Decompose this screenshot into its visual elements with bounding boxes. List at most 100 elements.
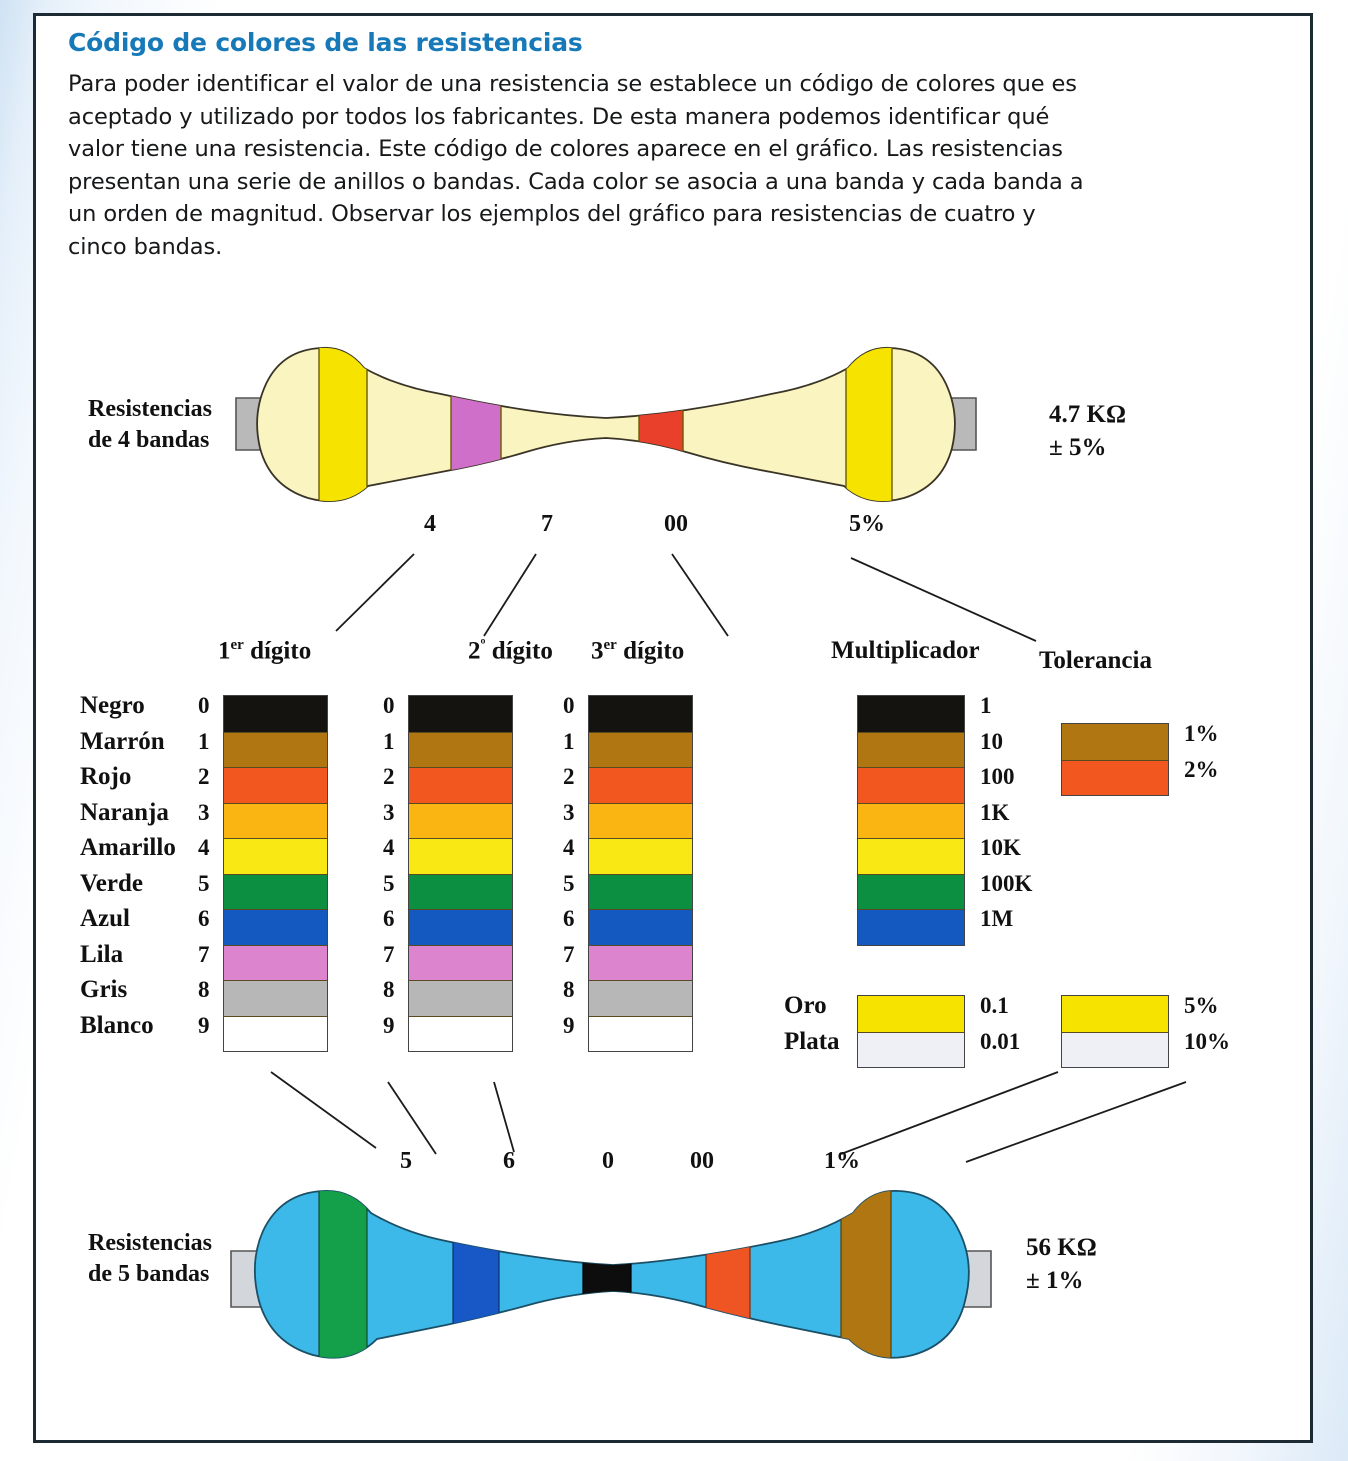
digit-col2-5: 5 [383,870,395,896]
digit-col2-2: 2 [383,764,395,789]
multiplier-extra-values: 0.1 0.01 [980,988,1020,1059]
multiplier-value-1m: 1M [980,906,1014,931]
resistor5-bandlabel-3: 0 [602,1148,614,1174]
page-title: Código de colores de las resistencias [68,28,583,57]
resistor5-band-1 [318,1190,368,1358]
multiplier-value-1: 1 [980,693,992,718]
color-name-naranja: Naranja [80,798,169,826]
digit-numbers-col3: 0 1 2 3 4 5 6 7 8 9 [563,688,575,1043]
digit-col1-6: 6 [198,906,210,931]
digit-col1-4: 4 [198,835,210,860]
intro-paragraph: Para poder identificar el valor de una r… [68,71,1084,260]
digit3-base: 3 [591,637,604,665]
digit-col3-9: 9 [563,1012,575,1038]
digit1-base: 1 [218,637,231,665]
swatch-stack-digit3 [588,695,693,1052]
leader-bottom-4 [840,1071,1059,1155]
swatch-oro [858,996,964,1032]
resistor4-bandlabel-1: 4 [424,511,436,537]
swatch-azul [589,909,692,945]
leader-lines-top [36,536,1316,651]
resistor4-body [256,346,956,503]
digit-col3-0: 0 [563,693,575,718]
color-name-blanco: Blanco [80,1011,154,1039]
leader-bottom-5 [965,1081,1187,1163]
column-heading-tolerancia: Tolerancia [1039,647,1152,674]
digit-col1-8: 8 [198,977,210,1002]
digit-col2-8: 8 [383,977,395,1002]
resistor4-bandlabel-3: 00 [664,511,688,537]
leader-bottom-3 [493,1081,515,1153]
digit-col3-2: 2 [563,764,575,789]
swatch-lila [409,944,512,980]
leader-top-2 [483,553,537,637]
digit-numbers-col1: 0 1 2 3 4 5 6 7 8 9 [198,688,210,1043]
digit2-rest: dígito [485,637,553,665]
digit3-sup: er [603,637,617,653]
swatch-naranja [409,802,512,838]
swatch-lila [589,944,692,980]
resistor4-label: Resistencias de 4 bandas [88,394,212,456]
swatch-10k [858,838,964,874]
resistor5-band-4 [705,1190,751,1358]
swatch-blanco [224,1015,327,1051]
tolerance-bottom-values: 5% 10% [1184,988,1230,1059]
multiplier-value-oro: 0.1 [980,993,1009,1018]
digit2-base: 2 [468,637,481,665]
swatch-stack-tolerancia-top [1061,723,1169,796]
swatch-1 [858,696,964,732]
digit2-sup: º [480,637,486,653]
swatch-plata [858,1031,964,1067]
digit-col2-4: 4 [383,835,395,860]
page-frame: Código de colores de las resistencias Pa… [33,13,1313,1443]
swatch-blanco [409,1015,512,1051]
swatch-stack-tolerancia-bottom [1061,995,1169,1068]
swatch-10% [1062,1031,1168,1067]
digit-col3-4: 4 [563,835,575,860]
resistor4-value-line1: 4.7 KΩ [1049,401,1126,428]
tolerance-value-2pct: 2% [1184,756,1219,782]
resistor4-value-line2: ± 5% [1049,434,1107,461]
swatch-verde [589,873,692,909]
digit3-rest: dígito [616,637,685,665]
color-name-azul: Azul [80,905,130,932]
color-name-oro: Oro [784,992,827,1019]
swatch-azul [409,909,512,945]
swatch-stack-digit1 [223,695,328,1052]
resistor4-band-1 [318,347,368,502]
color-name-amarillo: Amarillo [80,834,176,861]
resistor5-value-line2: ± 1% [1026,1267,1084,1294]
color-name-gris: Gris [80,976,128,1003]
swatch-blanco [589,1015,692,1051]
color-name-negro: Negro [80,692,145,719]
resistor4-value: 4.7 KΩ ± 5% [1049,398,1126,464]
resistor4-band-2 [450,347,502,502]
tolerance-value-1pct: 1% [1184,721,1219,746]
digit-col3-1: 1 [563,728,575,754]
digit-col3-7: 7 [563,941,575,967]
swatch-rojo [589,767,692,803]
swatch-marrón [589,731,692,767]
swatch-amarillo [409,838,512,874]
color-name-lila: Lila [80,940,124,968]
digit-numbers-col2: 0 1 2 3 4 5 6 7 8 9 [383,688,395,1043]
resistor5-bandlabel-4: 00 [690,1148,714,1174]
resistor4-bandlabel-2: 7 [541,511,553,537]
swatch-marrón [409,731,512,767]
resistor4-band-3 [638,347,684,502]
resistor5-bandlabel-5: 1% [824,1148,860,1174]
swatch-gris [409,980,512,1016]
resistor5-graphic [230,1171,992,1386]
resistor5-label-line1: Resistencias [88,1230,212,1256]
leader-lines-bottom [36,1064,1316,1169]
color-name-plata: Plata [784,1027,840,1055]
resistor5-bandlabel-1: 5 [400,1148,412,1174]
resistor4-graphic [235,326,977,526]
swatch-gris [589,980,692,1016]
tolerance-value-10pct: 10% [1184,1028,1230,1054]
resistor5-band-5 [840,1190,892,1358]
resistor5-band-2 [452,1190,500,1358]
swatch-stack-multiplicador-extra [857,995,965,1068]
swatch-2% [1062,759,1168,795]
swatch-negro [224,696,327,732]
